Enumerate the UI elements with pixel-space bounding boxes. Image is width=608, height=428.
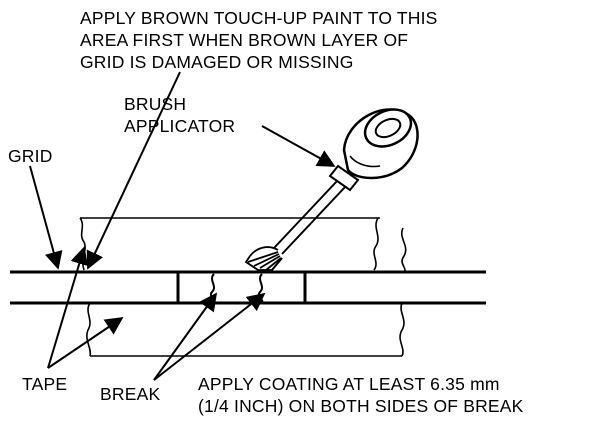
leader-arrows [29, 71, 336, 381]
brush-arrow [261, 125, 336, 167]
break-arrow-left [153, 292, 218, 381]
top-note-line-2: AREA FIRST WHEN BROWN LAYER OF [80, 30, 408, 50]
coating-note-line-2: (1/4 INCH) ON BOTH SIDES OF BREAK [198, 396, 524, 416]
lower-tape [86, 302, 405, 357]
grid-line [10, 270, 486, 305]
upper-tape [79, 217, 407, 273]
top-note-line-3: GRID IS DAMAGED OR MISSING [80, 52, 354, 72]
brush-bristles [244, 246, 283, 271]
brush-label-line-2: APPLICATOR [124, 116, 235, 136]
brush-knob [342, 108, 419, 180]
tape-arrow-lower [47, 316, 124, 369]
tape-arrow-upper [47, 246, 88, 369]
tape-label: TAPE [22, 374, 67, 394]
brush-label-line-1: BRUSH [124, 94, 186, 114]
break-arrow-right [153, 292, 266, 381]
grid-label: GRID [8, 146, 53, 166]
brush-applicator [244, 108, 419, 271]
break-label: BREAK [100, 384, 160, 404]
grid-arrow [29, 165, 63, 270]
top-note-arrow [86, 71, 181, 270]
repair-area [176, 272, 307, 303]
coating-note-line-1: APPLY COATING AT LEAST 6.35 mm [198, 374, 500, 394]
top-note-line-1: APPLY BROWN TOUCH-UP PAINT TO THIS [80, 8, 438, 28]
